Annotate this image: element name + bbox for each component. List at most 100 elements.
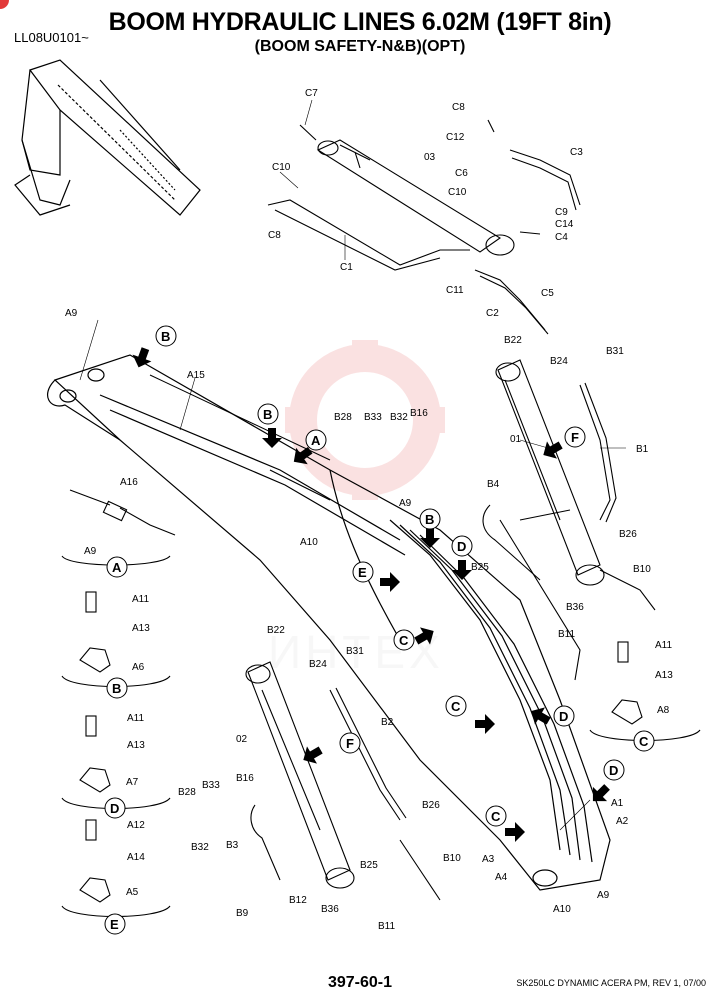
svg-text:B: B xyxy=(161,329,170,344)
callout-B-top: B xyxy=(155,325,177,347)
label-B22-low: B22 xyxy=(267,625,285,636)
detail-caption-C: C xyxy=(633,730,655,752)
model-revision: SK250LC DYNAMIC ACERA PM, REV 1, 07/00 xyxy=(516,978,706,988)
svg-text:C: C xyxy=(639,734,649,749)
svg-text:F: F xyxy=(346,736,354,751)
svg-text:A: A xyxy=(112,560,122,575)
label-C9: C9 xyxy=(555,207,568,218)
label-C14: C14 xyxy=(555,219,574,230)
callout-E-mid: E xyxy=(352,561,374,583)
label-B25-top: B25 xyxy=(471,562,489,573)
label-B33-top: B33 xyxy=(364,412,382,423)
label-A13-c: A13 xyxy=(655,670,673,681)
label-A3: A3 xyxy=(482,854,495,865)
svg-text:F: F xyxy=(571,430,579,445)
label-B9: B9 xyxy=(236,908,249,919)
excavator-thumbnail xyxy=(14,59,201,216)
label-B26-top: B26 xyxy=(619,529,637,540)
label-B22-top: B22 xyxy=(504,335,522,346)
label-A9-mid: A9 xyxy=(399,498,412,509)
detail-caption-E: E xyxy=(104,913,126,935)
label-A12: A12 xyxy=(127,820,145,831)
callout-C-mid: C xyxy=(393,629,415,651)
svg-text:D: D xyxy=(457,539,466,554)
callout-F-low: F xyxy=(339,732,361,754)
detail-caption-B: B xyxy=(106,677,128,699)
label-B16-low: B16 xyxy=(236,773,254,784)
label-B3: B3 xyxy=(226,840,239,851)
label-B10-top: B10 xyxy=(633,564,651,575)
label-A5: A5 xyxy=(126,887,139,898)
callouts: B B A F B D E C C D F C D A B D E C xyxy=(104,325,655,935)
label-C6: C6 xyxy=(455,168,468,179)
svg-text:D: D xyxy=(110,801,119,816)
callout-D-low: D xyxy=(603,759,625,781)
label-A1: A1 xyxy=(611,798,624,809)
label-C2: C2 xyxy=(486,308,499,319)
label-A9-top: A9 xyxy=(65,308,78,319)
label-C3: C3 xyxy=(570,147,583,158)
label-B24-top: B24 xyxy=(550,356,568,367)
detail-caption-D: D xyxy=(104,797,126,819)
label-A2: A2 xyxy=(616,816,629,827)
label-C11: C11 xyxy=(446,285,464,296)
svg-text:E: E xyxy=(358,565,367,580)
label-B28-top: B28 xyxy=(334,412,352,423)
label-B10-low: B10 xyxy=(443,853,461,864)
label-C10-b: C10 xyxy=(448,187,467,198)
label-B11-low: B11 xyxy=(378,921,395,932)
svg-text:C: C xyxy=(491,809,501,824)
section-code: LL08U0101~ xyxy=(14,30,89,45)
label-B32-low: B32 xyxy=(191,842,209,853)
part-labels: C7 C8 C10 03 C1 C8 C12 C3 C6 C10 C9 C14 … xyxy=(65,88,673,932)
label-A13-d: A13 xyxy=(127,740,145,751)
label-B16-top: B16 xyxy=(410,408,428,419)
callout-B-lower: B xyxy=(419,508,441,530)
view-arrows xyxy=(132,347,610,842)
label-A16: A16 xyxy=(120,477,138,488)
label-A10-mid: A10 xyxy=(300,537,318,548)
label-03: 03 xyxy=(424,152,436,163)
svg-text:C: C xyxy=(399,633,409,648)
corner-marker xyxy=(0,0,9,9)
detail-a-view xyxy=(61,489,176,566)
label-A11-c: A11 xyxy=(655,640,672,651)
label-B26-low: B26 xyxy=(422,800,440,811)
svg-text:B: B xyxy=(263,407,272,422)
label-01: 01 xyxy=(510,434,522,445)
label-A11-b: A11 xyxy=(132,594,149,605)
label-A13-b: A13 xyxy=(132,623,150,634)
label-B28-low: B28 xyxy=(178,787,196,798)
label-B33-low: B33 xyxy=(202,780,220,791)
callout-C-right: C xyxy=(445,695,467,717)
label-A10-low: A10 xyxy=(553,904,571,915)
label-B31-low: B31 xyxy=(346,646,364,657)
svg-text:B: B xyxy=(425,512,434,527)
label-A4: A4 xyxy=(495,872,508,883)
label-02: 02 xyxy=(236,734,248,745)
callout-D-right: D xyxy=(553,705,575,727)
label-B31-top: B31 xyxy=(606,346,624,357)
cylinder-03-assembly xyxy=(267,119,581,335)
label-A9-low: A9 xyxy=(597,890,610,901)
label-C5: C5 xyxy=(541,288,554,299)
cylinder-02 xyxy=(245,661,441,901)
callout-D-mid: D xyxy=(451,535,473,557)
label-B11-top: B11 xyxy=(558,629,575,640)
label-B24-low: B24 xyxy=(309,659,327,670)
svg-text:E: E xyxy=(110,917,119,932)
label-B36-top: B36 xyxy=(566,602,584,613)
svg-text:A: A xyxy=(311,433,321,448)
svg-text:D: D xyxy=(559,709,568,724)
page-number: 397-60-1 xyxy=(327,974,393,991)
label-B2: B2 xyxy=(381,717,394,728)
label-C10: C10 xyxy=(272,162,291,173)
callout-A-mid: A xyxy=(305,429,327,451)
label-B25-low: B25 xyxy=(360,860,378,871)
label-C8-top: C8 xyxy=(452,102,465,113)
detail-caption-A: A xyxy=(106,556,128,578)
label-A14: A14 xyxy=(127,852,145,863)
label-B1: B1 xyxy=(636,444,649,455)
